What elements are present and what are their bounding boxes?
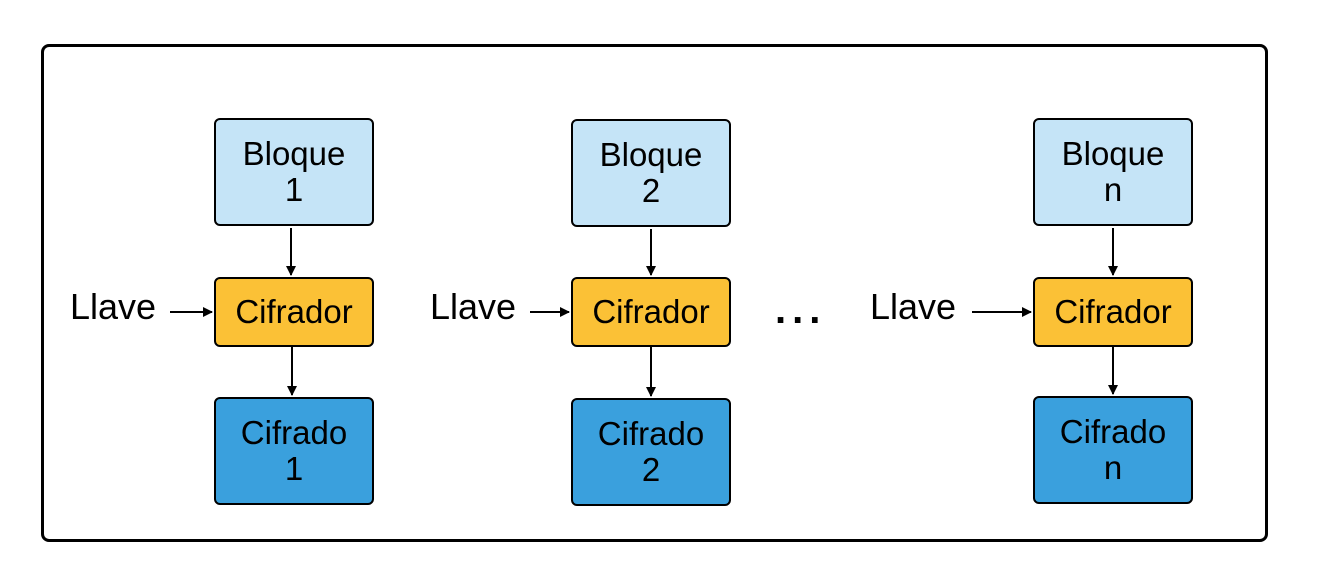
output-label: Cifrado	[240, 414, 348, 451]
diagram-frame	[41, 44, 1268, 542]
output-label: Cifrado	[1059, 413, 1167, 450]
block-label: Bloque	[599, 136, 703, 173]
cipher-box-2: Cifrador	[571, 277, 731, 347]
ellipsis: ...	[775, 288, 827, 332]
key-label-1: Llave	[70, 286, 157, 327]
cipher-box-n: Cifrador	[1033, 277, 1193, 347]
output-index: 2	[641, 451, 661, 488]
key-label-n: Llave	[870, 286, 957, 327]
output-label: Cifrado	[597, 415, 705, 452]
cipher-box-1: Cifrador	[214, 277, 374, 347]
block-label: Bloque	[1061, 135, 1165, 172]
output-index: 1	[284, 450, 304, 487]
plaintext-block-n: Bloque n	[1033, 118, 1193, 226]
key-label-2: Llave	[430, 286, 517, 327]
ciphertext-block-2: Cifrado 2	[571, 398, 731, 506]
ciphertext-block-n: Cifrado n	[1033, 396, 1193, 504]
plaintext-block-1: Bloque 1	[214, 118, 374, 226]
block-index: 2	[641, 172, 661, 209]
plaintext-block-2: Bloque 2	[571, 119, 731, 227]
cipher-label: Cifrador	[592, 293, 710, 330]
cipher-label: Cifrador	[1054, 293, 1172, 330]
block-index: 1	[284, 171, 304, 208]
output-index: n	[1103, 449, 1123, 486]
block-label: Bloque	[242, 135, 346, 172]
cipher-label: Cifrador	[235, 293, 353, 330]
ciphertext-block-1: Cifrado 1	[214, 397, 374, 505]
block-index: n	[1103, 171, 1123, 208]
